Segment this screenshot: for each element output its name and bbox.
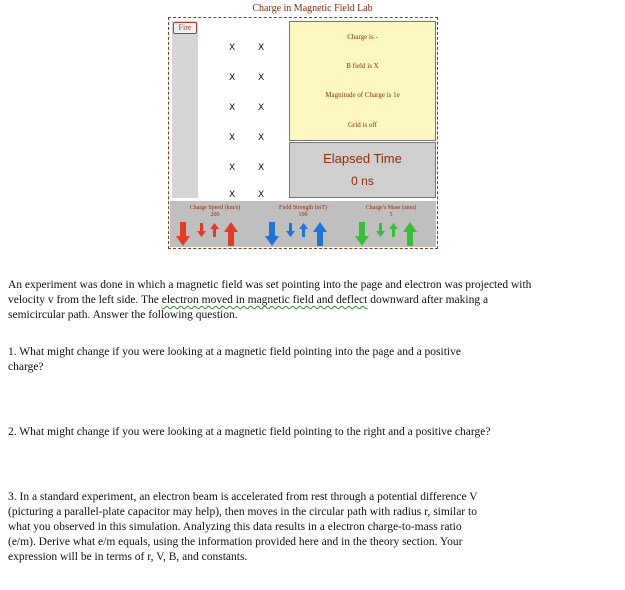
info-panel: Charge is - B field is X Magnitude of Ch…: [289, 21, 436, 141]
controls-bar: Charge Speed (km/s) 200 Field Strength (…: [170, 201, 436, 247]
question-3-line-4: (e/m). Derive what e/m equals, using the…: [8, 536, 463, 548]
question-2: 2. What might change if you were looking…: [8, 426, 491, 438]
launcher-strip: [172, 21, 198, 198]
field-increase-large-arrow-icon[interactable]: [313, 222, 327, 246]
speed-decrease-small-arrow-icon[interactable]: [197, 223, 206, 237]
question-1-line-1: 1. What might change if you were looking…: [8, 346, 461, 358]
field-into-page-icon: X: [229, 43, 236, 53]
elapsed-time-panel: Elapsed Time 0 ns: [289, 142, 436, 198]
field-into-page-icon: X: [258, 103, 265, 113]
speed-increase-small-arrow-icon[interactable]: [210, 223, 219, 237]
field-into-page-icon: X: [258, 163, 265, 173]
field-into-page-icon: X: [229, 190, 236, 198]
simulation-frame: Fire X X X X X X X X X X X X Charge is -…: [168, 17, 438, 249]
field-into-page-icon: X: [258, 190, 265, 198]
charge-sign-readout: Charge is -: [347, 33, 378, 41]
question-3-line-3: what you observed in this simulation. An…: [8, 521, 462, 533]
field-strength-value: 100: [298, 212, 308, 218]
fire-button[interactable]: Fire: [173, 22, 197, 34]
magnetic-field-area: X X X X X X X X X X X X: [201, 21, 288, 198]
field-into-page-icon: X: [229, 133, 236, 143]
intro-line-2-end: downward after making a: [367, 294, 489, 306]
field-increase-small-arrow-icon[interactable]: [299, 223, 308, 237]
speed-increase-large-arrow-icon[interactable]: [224, 222, 238, 246]
charge-mass-label: Charge's Mass (amu): [365, 205, 417, 211]
mass-increase-small-arrow-icon[interactable]: [389, 223, 398, 237]
charge-speed-value: 200: [210, 212, 220, 218]
charge-mass-value: 5: [389, 212, 393, 218]
field-into-page-icon: X: [258, 43, 265, 53]
grid-status-readout: Grid is off: [347, 121, 378, 129]
field-into-page-icon: X: [258, 73, 265, 83]
intro-line-2-start: velocity v from the left side. The: [8, 294, 162, 306]
mass-increase-large-arrow-icon[interactable]: [403, 222, 417, 246]
question-3-line-1: 3. In a standard experiment, an electron…: [8, 491, 478, 503]
intro-line-2: velocity v from the left side. The elect…: [8, 293, 488, 308]
field-into-page-icon: X: [229, 163, 236, 173]
bfield-direction-readout: B field is X: [346, 62, 379, 70]
charge-magnitude-readout: Magnitude of Charge is 1e: [325, 91, 400, 99]
field-into-page-icon: X: [229, 103, 236, 113]
question-3-line-2: (picturing a parallel-plate capacitor ma…: [8, 506, 477, 518]
field-strength-label: Field Strength (mT): [279, 205, 327, 211]
charge-speed-label: Charge Speed (km/s): [189, 205, 241, 211]
field-into-page-icon: X: [229, 73, 236, 83]
field-decrease-large-arrow-icon[interactable]: [265, 222, 279, 246]
field-decrease-small-arrow-icon[interactable]: [286, 223, 295, 237]
grammar-flagged-phrase: electron moved in magnetic field and def…: [161, 294, 368, 306]
lab-title: Charge in Magnetic Field Lab: [252, 3, 373, 14]
mass-decrease-small-arrow-icon[interactable]: [376, 223, 385, 237]
intro-line-3: semicircular path. Answer the following …: [8, 309, 238, 321]
elapsed-time-label: Elapsed Time: [323, 151, 402, 166]
speed-decrease-large-arrow-icon[interactable]: [176, 222, 190, 246]
elapsed-time-value: 0 ns: [351, 174, 374, 188]
question-1-line-2: charge?: [8, 361, 44, 373]
question-3-line-5: expression will be in terms of r, V, B, …: [8, 551, 248, 563]
intro-line-1: An experiment was done in which a magnet…: [8, 279, 532, 291]
mass-decrease-large-arrow-icon[interactable]: [355, 222, 369, 246]
field-into-page-icon: X: [258, 133, 265, 143]
